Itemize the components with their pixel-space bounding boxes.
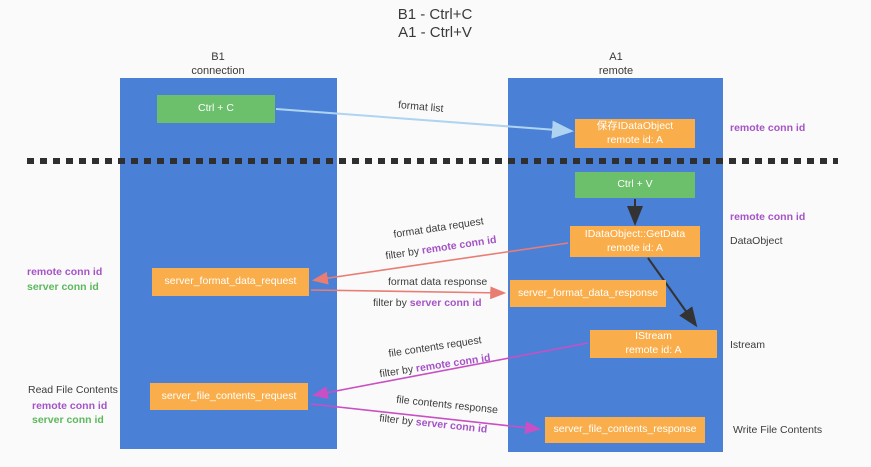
- box-ctrl-c: Ctrl + C: [157, 95, 275, 123]
- box-idataobject-getdata-line2: remote id: A: [606, 241, 664, 254]
- annotation-dataobject: DataObject: [730, 235, 783, 247]
- column-header-b1-line2: connection: [191, 64, 245, 77]
- box-istream: IStream remote id: A: [590, 330, 717, 358]
- label-file-contents-response: file contents response: [395, 393, 499, 417]
- annotation-read-file-contents: Read File Contents: [28, 384, 118, 396]
- legend-server-conn-id-1: server conn id: [27, 281, 99, 293]
- box-server-file-contents-request-label: server_file_contents_request: [161, 389, 297, 402]
- box-save-idataobject: 保存IDataObject remote id: A: [575, 119, 695, 148]
- label-format-list: format list: [397, 99, 444, 115]
- label-server-conn-id: server conn id: [409, 297, 482, 309]
- diagram-title-line2: A1 - Ctrl+V: [398, 24, 472, 41]
- diagram-title-line1: B1 - Ctrl+C: [397, 6, 473, 23]
- column-header-b1-line1: B1: [211, 51, 225, 63]
- label-filter-format-response: filter by server conn id: [373, 297, 482, 309]
- box-istream-line2: remote id: A: [625, 344, 682, 356]
- box-server-format-data-response: server_format_data_response: [510, 280, 666, 307]
- box-server-format-data-request-label: server_format_data_request: [164, 275, 297, 288]
- column-header-a1-line1: A1: [609, 51, 623, 63]
- box-server-file-contents-request: server_file_contents_request: [150, 383, 308, 410]
- box-istream-line1: IStream: [635, 330, 672, 343]
- phase-separator-dashed-line: [27, 158, 838, 164]
- annotation-remote-conn-id-mid: remote conn id: [730, 211, 806, 223]
- box-ctrl-v-label: Ctrl + V: [617, 178, 653, 191]
- legend-server-conn-id-2: server conn id: [32, 414, 104, 426]
- box-idataobject-getdata-line1: IDataObject::GetData: [584, 227, 686, 240]
- label-server-conn-id: server conn id: [415, 416, 488, 436]
- column-header-a1: A1 remote: [556, 51, 676, 79]
- annotation-istream: Istream: [730, 339, 766, 351]
- box-server-format-data-response-label: server_format_data_response: [517, 286, 659, 299]
- label-remote-conn-id: remote conn id: [421, 233, 498, 257]
- column-header-b1: B1 connection: [158, 51, 278, 79]
- label-filter-prefix: filter by: [378, 362, 417, 381]
- box-save-idataobject-line2: remote id: A: [606, 133, 664, 146]
- label-remote-conn-id: remote conn id: [415, 351, 492, 375]
- label-filter-prefix: filter by: [373, 297, 410, 309]
- label-filter-prefix: filter by: [378, 412, 417, 429]
- box-ctrl-v: Ctrl + V: [575, 172, 695, 198]
- label-format-data-response: format data response: [388, 276, 488, 288]
- label-filter-file-response: filter by server conn id: [379, 412, 488, 435]
- column-header-a1-line2: remote: [598, 64, 634, 77]
- box-save-idataobject-line1: 保存IDataObject: [596, 119, 674, 132]
- box-server-file-contents-response: server_file_contents_response: [545, 417, 705, 443]
- legend-remote-conn-id-1: remote conn id: [27, 266, 103, 278]
- annotation-remote-conn-id-top: remote conn id: [730, 122, 806, 134]
- box-server-file-contents-response-label: server_file_contents_response: [553, 423, 697, 436]
- annotation-write-file-contents: Write File Contents: [733, 424, 823, 436]
- box-server-format-data-request: server_format_data_request: [152, 268, 309, 296]
- box-idataobject-getdata: IDataObject::GetData remote id: A: [570, 226, 700, 257]
- legend-remote-conn-id-2: remote conn id: [32, 400, 108, 412]
- label-filter-prefix: filter by: [384, 244, 423, 263]
- arrow-format-data-response: [310, 286, 507, 300]
- box-ctrl-c-label: Ctrl + C: [198, 102, 234, 115]
